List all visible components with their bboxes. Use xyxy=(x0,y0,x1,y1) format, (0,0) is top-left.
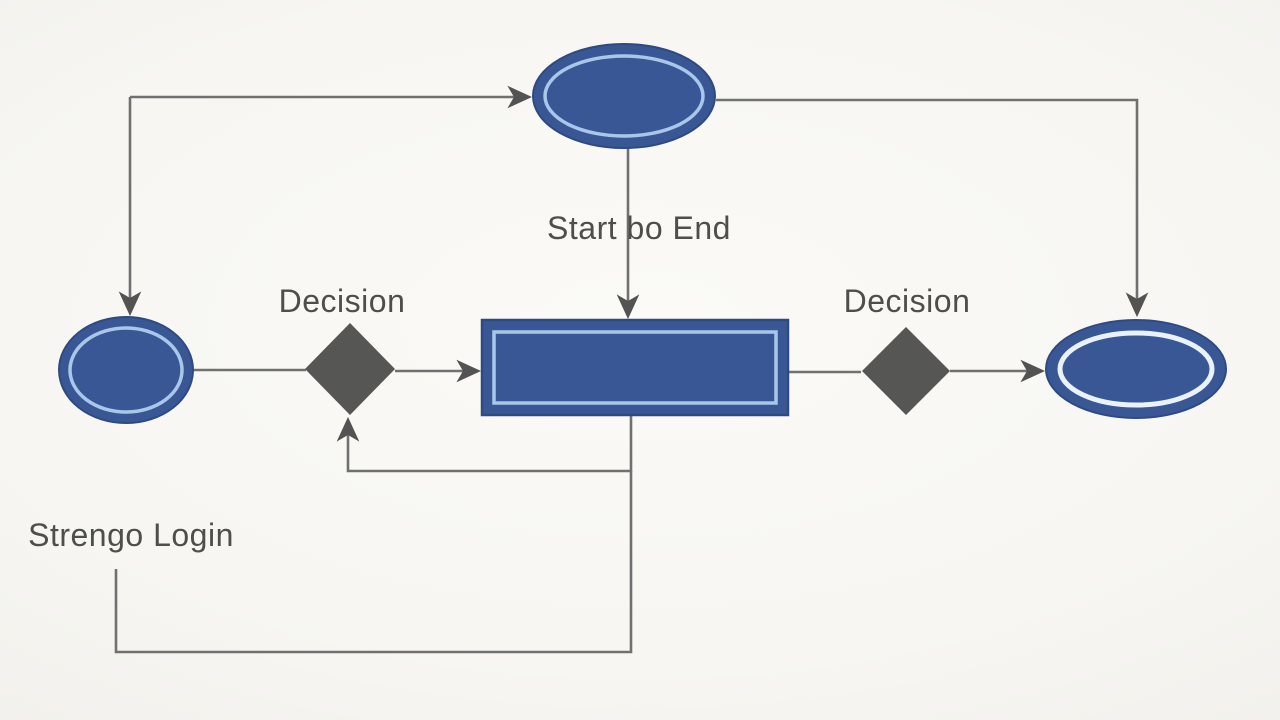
node-decision-diamond-left xyxy=(305,323,395,415)
top-ellipse-inner-ring xyxy=(543,54,705,138)
node-decision-diamond-right xyxy=(862,327,950,415)
node-left-ellipse xyxy=(58,316,194,424)
process-rect-inner-border xyxy=(492,330,778,405)
top-ellipse-shape xyxy=(532,43,716,149)
label-decision-right: Decision xyxy=(843,283,971,319)
left-ellipse-shape xyxy=(58,316,194,424)
process-rect-shape xyxy=(480,318,790,417)
right-ellipse-inner-ring xyxy=(1057,330,1215,408)
label-start-to-end: Start bo End xyxy=(547,210,731,246)
connectors xyxy=(114,85,1149,654)
right-ellipse-shape xyxy=(1045,319,1227,419)
node-top-ellipse xyxy=(532,43,716,149)
connector-process-loop-to-strengo-login xyxy=(114,471,633,654)
label-decision-left: Decision xyxy=(278,283,406,319)
node-process-rect xyxy=(480,318,790,417)
connector-process-loop-to-decision-left xyxy=(336,415,633,473)
node-right-ellipse xyxy=(1045,319,1227,419)
label-strengo-login: Strengo Login xyxy=(28,517,234,553)
connector-top-ellipse-to-right-ellipse xyxy=(716,98,1149,318)
left-ellipse-inner-ring xyxy=(68,326,184,414)
